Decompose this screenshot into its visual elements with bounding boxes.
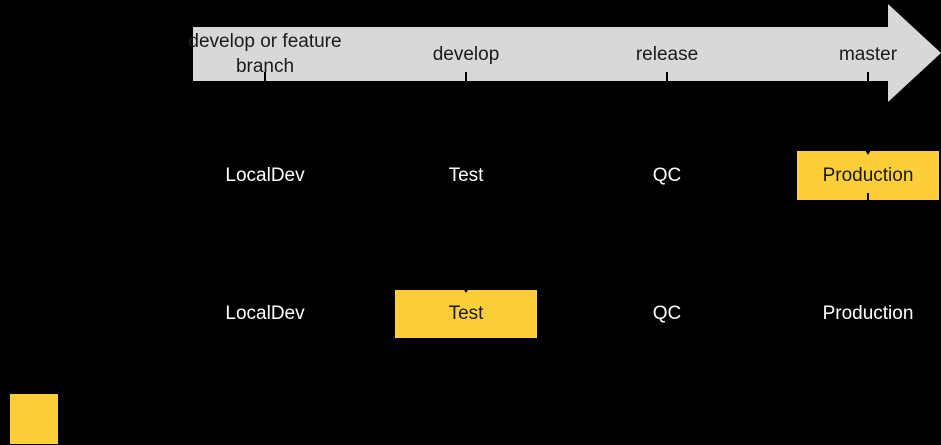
down-arrow-connector — [465, 72, 467, 145]
env-box-row1-test: Test — [448, 164, 484, 186]
env-box-row1-production: Production — [797, 151, 939, 200]
branch-arrow-band — [193, 27, 888, 81]
branch-label-master: master — [838, 43, 898, 65]
down-arrowhead-icon — [862, 283, 874, 293]
env-box-row1-localdev: LocalDev — [225, 164, 305, 186]
down-arrowhead-icon — [661, 145, 673, 155]
env-box-row2-qc: QC — [652, 303, 682, 324]
branch-label-develop-or-feature: develop or feature branch — [188, 31, 342, 77]
env-box-row1-qc: QC — [652, 164, 682, 186]
down-arrow-connector — [264, 193, 266, 284]
down-arrowhead-icon — [460, 283, 472, 293]
legend-highlight-swatch — [10, 394, 58, 444]
arrow-head-icon — [888, 4, 941, 102]
down-arrowhead-icon — [862, 145, 874, 155]
down-arrow-connector — [666, 193, 668, 284]
down-arrow-connector — [867, 72, 869, 145]
down-arrowhead-icon — [259, 283, 271, 293]
down-arrow-connector — [264, 72, 266, 145]
down-arrowhead-icon — [661, 283, 673, 293]
down-arrow-connector — [465, 193, 467, 284]
branch-label-release: release — [635, 43, 699, 65]
down-arrow-connector — [867, 193, 869, 284]
env-box-row2-production: Production — [822, 303, 914, 324]
env-box-row2-test: Test — [395, 290, 537, 338]
down-arrowhead-icon — [259, 145, 271, 155]
down-arrowhead-icon — [460, 145, 472, 155]
branch-label-develop: develop — [432, 43, 500, 65]
down-arrow-connector — [666, 72, 668, 145]
env-box-row2-localdev: LocalDev — [225, 303, 305, 324]
